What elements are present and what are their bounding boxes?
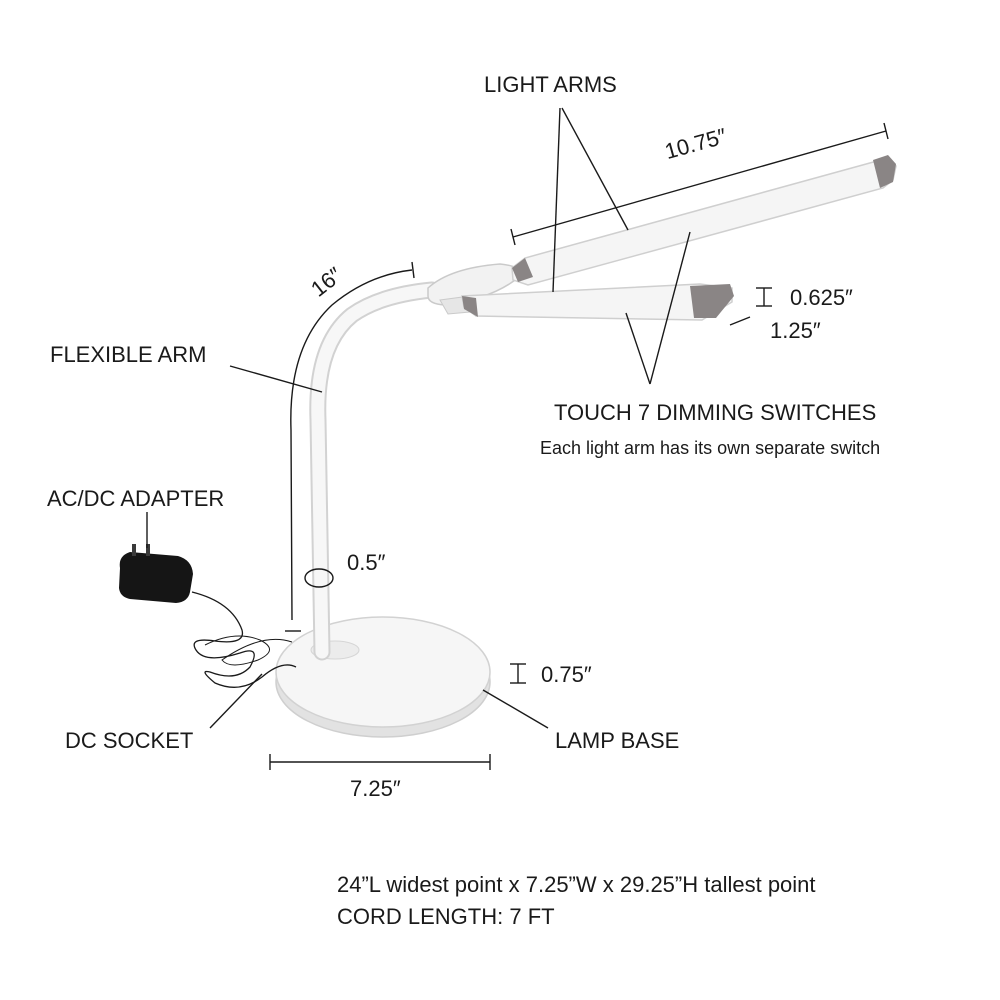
dim-arm-thickness: 0.625″ xyxy=(790,285,853,310)
lamp-base-shape xyxy=(275,616,491,738)
label-lamp-base: LAMP BASE xyxy=(555,728,680,753)
spec-cord-length: CORD LENGTH: 7 FT xyxy=(337,904,555,929)
dim-base-width: 7.25″ xyxy=(350,776,401,801)
label-flexible-arm: FLEXIBLE ARM xyxy=(50,342,207,367)
lower-light-arm-shape xyxy=(461,283,734,321)
label-light-arms: LIGHT ARMS xyxy=(484,72,617,97)
dim-arm-width: 1.25″ xyxy=(770,318,821,343)
dim-neck-diameter: 0.5″ xyxy=(347,550,386,575)
power-cord-loop xyxy=(204,635,293,666)
upper-light-arm-shape xyxy=(511,155,897,286)
adapter-shape xyxy=(119,544,193,603)
spec-overall-dimensions: 24”L widest point x 7.25”W x 29.25”H tal… xyxy=(337,872,816,897)
label-touch-switches: TOUCH 7 DIMMING SWITCHES xyxy=(554,400,877,425)
label-ac-dc-adapter: AC/DC ADAPTER xyxy=(47,486,225,511)
flexible-arm-shape xyxy=(309,281,441,661)
power-cord xyxy=(191,591,297,688)
label-touch-switches-note: Each light arm has its own separate swit… xyxy=(540,438,881,458)
dimension-lines xyxy=(146,107,889,770)
label-dc-socket: DC SOCKET xyxy=(65,728,194,753)
dim-base-height: 0.75″ xyxy=(541,662,592,687)
